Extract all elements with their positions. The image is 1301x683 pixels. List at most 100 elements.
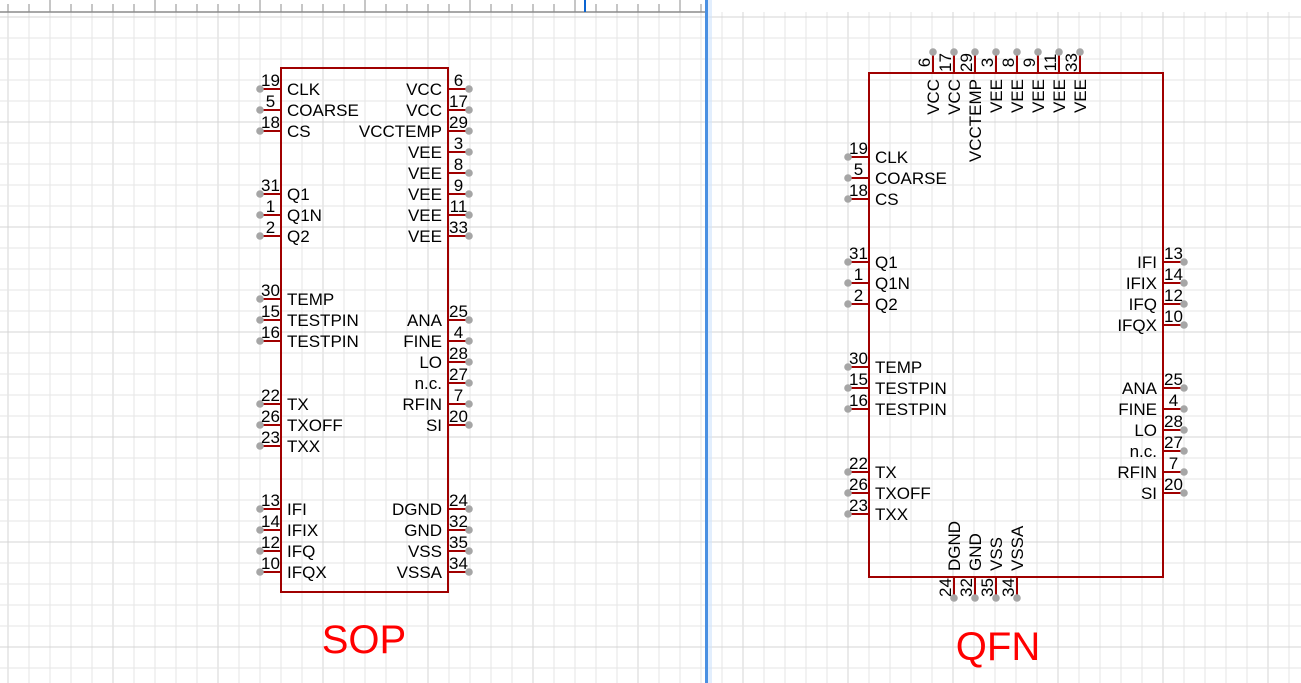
pin-endpoint[interactable] [1076,48,1084,56]
pin-endpoint[interactable] [1034,48,1042,56]
pin-endpoint[interactable] [844,174,852,182]
pin-endpoint[interactable] [465,190,473,198]
pin-endpoint[interactable] [256,211,264,219]
pin-endpoint[interactable] [950,48,958,56]
pin-endpoint[interactable] [465,169,473,177]
pin-endpoint[interactable] [256,505,264,513]
pin-endpoint[interactable] [465,211,473,219]
pin-endpoint[interactable] [465,232,473,240]
pin-endpoint[interactable] [256,442,264,450]
panel-divider[interactable] [705,0,708,683]
pin-endpoint[interactable] [1180,405,1188,413]
pin-endpoint[interactable] [1180,489,1188,497]
pin-endpoint[interactable] [256,106,264,114]
pin-endpoint[interactable] [465,505,473,513]
pin-endpoint[interactable] [465,379,473,387]
pin-endpoint[interactable] [465,400,473,408]
pin-endpoint[interactable] [256,295,264,303]
pin-endpoint[interactable] [950,594,958,602]
pin-endpoint[interactable] [971,48,979,56]
pin-endpoint[interactable] [465,337,473,345]
qfn-symbol[interactable]: 6VCC17VCC29VCCTEMP3VEE8VEE9VEE11VEE33VEE… [844,48,1188,669]
pin-endpoint[interactable] [1180,321,1188,329]
pin-endpoint[interactable] [844,489,852,497]
pin-endpoint[interactable] [1180,384,1188,392]
pin-endpoint[interactable] [256,232,264,240]
pin-endpoint[interactable] [844,300,852,308]
pin-endpoint[interactable] [1055,48,1063,56]
pin-endpoint[interactable] [465,316,473,324]
pin-endpoint[interactable] [929,48,937,56]
pin-endpoint[interactable] [844,195,852,203]
pin-endpoint[interactable] [256,85,264,93]
pin-endpoint[interactable] [465,358,473,366]
pin-endpoint[interactable] [465,526,473,534]
pin-endpoint[interactable] [844,510,852,518]
pin-endpoint[interactable] [465,568,473,576]
pin-endpoint[interactable] [256,547,264,555]
pin-endpoint[interactable] [256,400,264,408]
pin-endpoint[interactable] [256,568,264,576]
sop-body[interactable] [280,67,449,593]
qfn-pin-27[interactable]: 27n.c. [1130,433,1188,461]
pin-endpoint[interactable] [844,405,852,413]
pin-endpoint[interactable] [844,363,852,371]
pin-endpoint[interactable] [844,468,852,476]
sop-pin-27[interactable]: 27n.c. [415,365,473,393]
pin-endpoint[interactable] [465,85,473,93]
pin-endpoint[interactable] [1180,426,1188,434]
pin-endpoint[interactable] [844,279,852,287]
pin-endpoint[interactable] [971,594,979,602]
